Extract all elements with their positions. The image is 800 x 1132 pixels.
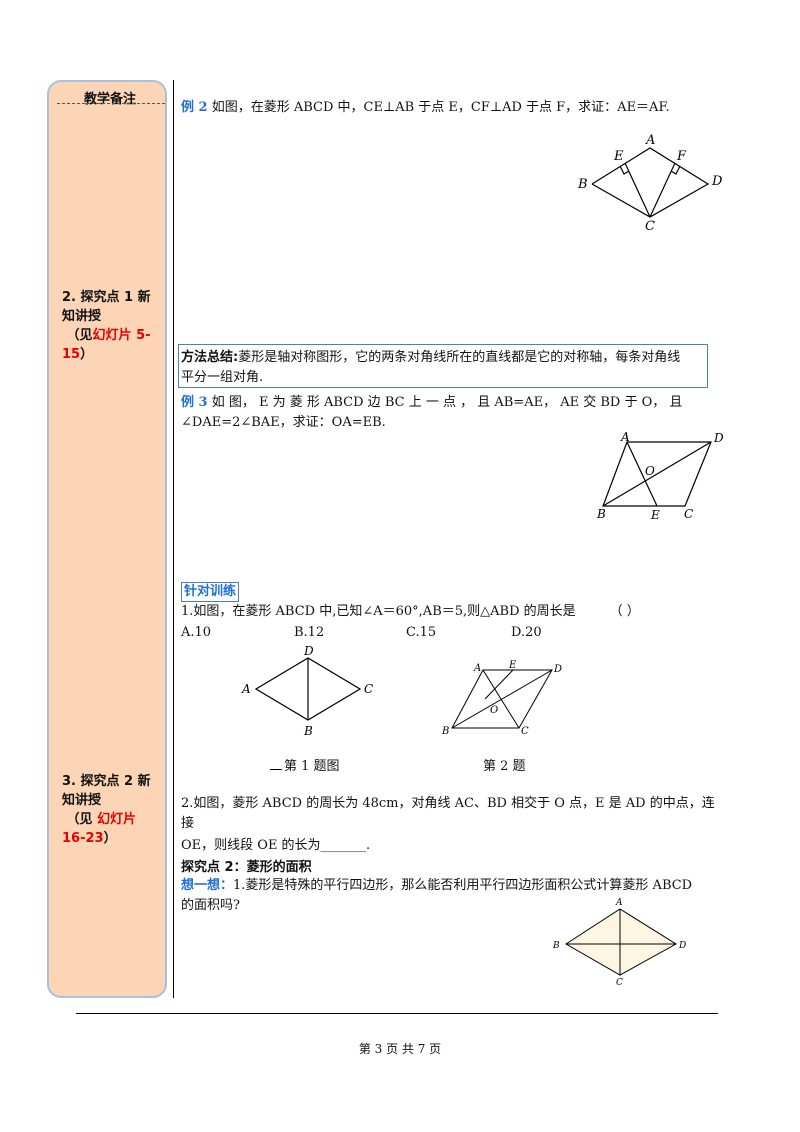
fig-p2-label-D: D — [678, 941, 686, 951]
example-2-figure: A B D C E F — [577, 133, 723, 234]
fig-p2-label-A: A — [615, 898, 623, 908]
fig-q2-label-B: B — [441, 726, 449, 737]
teaching-notes-sidebar — [47, 80, 167, 998]
fig-q1-label-C: C — [364, 682, 373, 696]
sidebar-title: 教学备注 — [83, 92, 136, 107]
point-2-think: 想一想：1.菱形是特殊的平行四边形，那么能否利用平行四边形面积公式计算菱形 AB… — [181, 878, 693, 913]
sidebar-section-1: 2. 探究点 1 新 知讲授 （见幻灯片 5- 15） — [62, 288, 164, 364]
fig-ex2-label-C: C — [645, 219, 655, 234]
fig-ex2-label-F: F — [676, 149, 687, 164]
example-2-label: 例 2 — [181, 100, 208, 115]
fig-ex2-label-E: E — [613, 149, 624, 164]
sidebar-section-1-line3: （见幻灯片 5- — [66, 328, 151, 343]
practice-figure-1: D A C B — [241, 644, 373, 738]
practice-q2: 2.如图，菱形 ABCD 的周长为 48cm，对角线 AC、BD 相交于 O 点… — [181, 796, 715, 853]
fig-p2-label-C: C — [616, 978, 623, 987]
example-3-figure: A D B E C O — [596, 430, 724, 522]
fig-q1-label-A: A — [241, 682, 251, 696]
fig-q1-label-B: B — [303, 724, 313, 738]
fig-ex3-label-O: O — [645, 464, 655, 478]
page-footer: 第 3 页 共 7 页 — [358, 1042, 442, 1056]
fig-q2-label-A: A — [473, 663, 481, 674]
fig-ex3-label-B: B — [596, 507, 606, 521]
sidebar-section-2-line1: 3. 探究点 2 新 — [62, 774, 151, 789]
practice-heading: 针对训练 — [181, 582, 240, 602]
sidebar-section-2: 3. 探究点 2 新 知讲授 （见 幻灯片 16-23） — [62, 772, 164, 848]
example-3-text: 例 3 如 图， E 为 菱 形 ABCD 边 BC 上 一 点 ， 且 AB=… — [181, 395, 683, 430]
figure-1-caption: 第 1 题图 — [270, 755, 340, 774]
fig-ex2-label-A: A — [645, 133, 655, 148]
sidebar-section-1-line2: 知讲授 — [62, 309, 102, 324]
sidebar-section-1-line4: 15） — [62, 347, 94, 362]
sidebar-section-2-line2: 知讲授 — [62, 793, 102, 808]
sidebar-title-rule — [57, 103, 165, 104]
footer-rule — [76, 1013, 718, 1014]
practice-q1: 1.如图，在菱形 ABCD 中,已知∠A＝60°,AB＝5,则△ABD 的周长是… — [181, 604, 640, 619]
fig-ex2-label-D: D — [711, 174, 723, 189]
fig-q2-label-D: D — [553, 664, 562, 675]
option-c: C.15 — [406, 625, 437, 640]
practice-figure-2: A E D B C O — [441, 660, 562, 737]
fig-q2-label-C: C — [521, 726, 529, 737]
example-3-label: 例 3 — [181, 395, 208, 410]
fig-q1-label-D: D — [303, 644, 314, 658]
method-summary-box — [178, 344, 708, 388]
option-d: D.20 — [511, 625, 542, 640]
fig-p2-label-B: B — [552, 941, 560, 951]
fig-ex3-label-A: A — [620, 430, 630, 444]
fig-q2-label-E: E — [508, 660, 517, 671]
point-2-figure: A B D C — [552, 898, 686, 987]
example-2-text: 例 2 如图，在菱形 ABCD 中，CE⊥AB 于点 E，CF⊥AD 于点 F，… — [181, 100, 670, 115]
fig-ex3-label-C: C — [684, 507, 693, 521]
option-a: A.10 — [181, 625, 212, 640]
fig-ex3-label-D: D — [713, 431, 724, 445]
sidebar-section-1-line1: 2. 探究点 1 新 — [62, 290, 151, 305]
method-summary-label: 方法总结: — [181, 350, 239, 365]
fig-ex3-label-E: E — [650, 508, 660, 522]
think-label: 想一想： — [181, 878, 234, 893]
method-summary-text: 方法总结:菱形是轴对称图形，它的两条对角线所在的直线都是它的对称轴，每条对角线 … — [181, 350, 681, 385]
sidebar-section-2-line4: 16-23） — [62, 831, 117, 846]
sidebar-section-2-line3: （见 幻灯片 — [66, 812, 137, 827]
fig-ex2-label-B: B — [577, 177, 588, 192]
column-divider — [173, 80, 174, 998]
point-2-heading: 探究点 2：菱形的面积 — [181, 860, 312, 875]
figure-2-caption: 第 2 题 — [483, 759, 526, 774]
option-b: B.12 — [294, 625, 325, 640]
fig-q2-label-O: O — [490, 705, 498, 716]
